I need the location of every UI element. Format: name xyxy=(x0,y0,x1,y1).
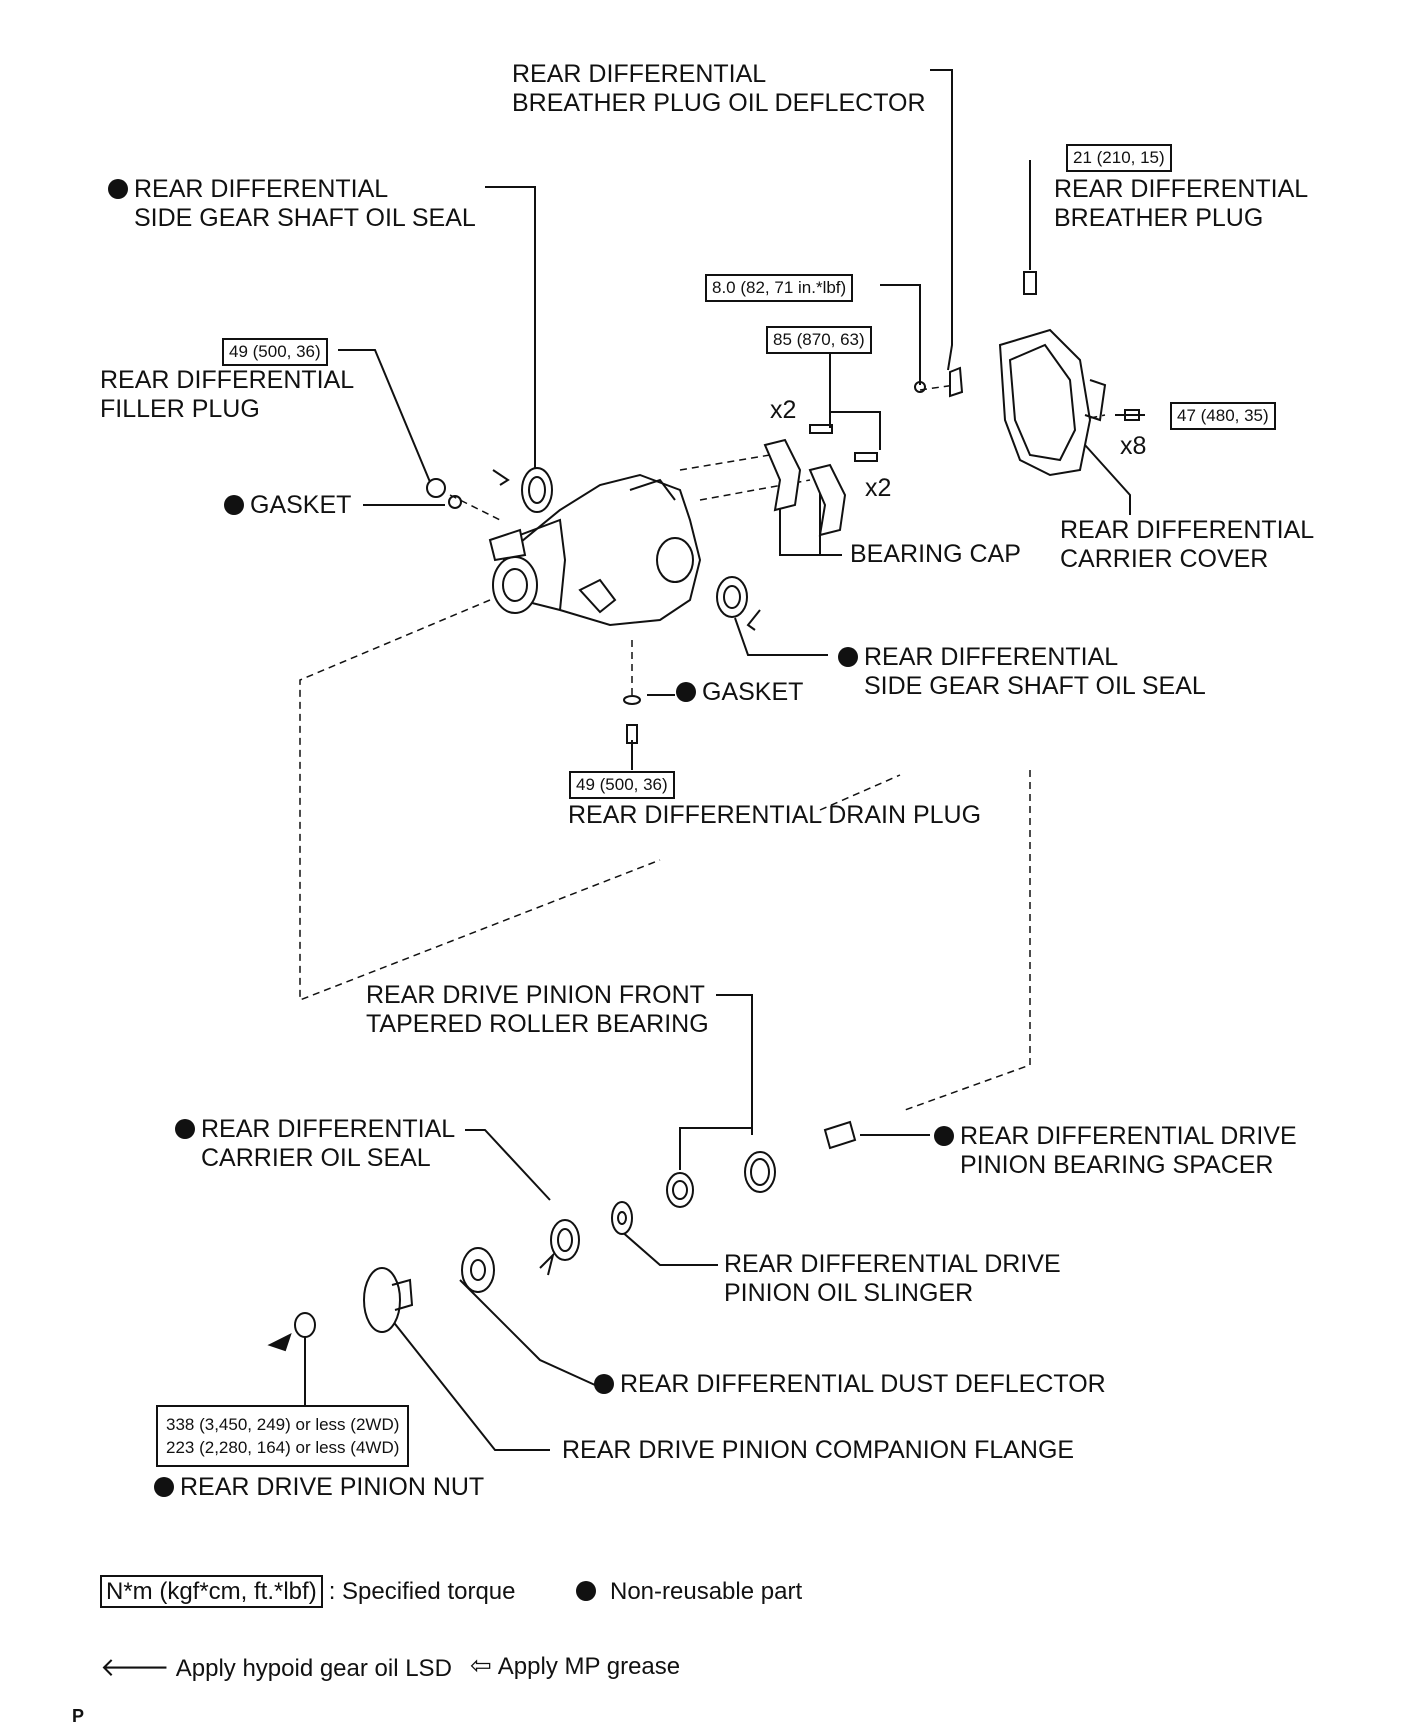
legend-torque-box: N*m (kgf*cm, ft.*lbf) xyxy=(100,1575,323,1608)
nonreusable-dot-icon xyxy=(175,1115,201,1143)
label-bearing-cap: BEARING CAP xyxy=(850,540,1021,568)
multiplier-cap-left: x2 xyxy=(770,396,797,424)
nonreusable-dot-icon xyxy=(594,1370,620,1398)
label-carrier-cover: REAR DIFFERENTIAL CARRIER COVER xyxy=(1060,516,1315,573)
torque-pinion-nut: 338 (3,450, 249) or less (2WD) 223 (2,28… xyxy=(156,1405,410,1467)
carrier-housing xyxy=(488,473,702,627)
nonreusable-dot-icon xyxy=(154,1473,180,1501)
label-gasket-bottom: GASKET xyxy=(676,678,803,707)
label-side-seal-bottom: REAR DIFFERENTIAL SIDE GEAR SHAFT OIL SE… xyxy=(838,643,1206,701)
label-dust-deflector: REAR DIFFERENTIAL DUST DEFLECTOR xyxy=(594,1370,1106,1399)
multiplier-cover: x8 xyxy=(1120,432,1147,460)
torque-drain: 49 (500, 36) xyxy=(569,771,675,799)
nonreusable-dot-icon xyxy=(676,678,702,706)
torque-bearing-cap: 85 (870, 63) xyxy=(766,326,872,354)
label-filler-plug: REAR DIFFERENTIAL FILLER PLUG xyxy=(100,366,355,423)
leader-lines xyxy=(304,69,1145,1451)
label-front-bearing: REAR DRIVE PINION FRONT TAPERED ROLLER B… xyxy=(366,981,709,1038)
legend-hypoid: 🡐Apply hypoid gear oil LSD xyxy=(100,1652,452,1682)
bearing-caps xyxy=(763,438,847,537)
label-side-seal-top: REAR DIFFERENTIAL SIDE GEAR SHAFT OIL SE… xyxy=(108,175,476,233)
label-pinion-nut: REAR DRIVE PINION NUT xyxy=(154,1473,484,1502)
corner-mark: P xyxy=(72,1706,85,1726)
nonreusable-dot-icon xyxy=(576,1581,596,1601)
nonreusable-dot-icon xyxy=(934,1122,960,1150)
nonreusable-dot-icon xyxy=(224,491,250,519)
carrier-cover xyxy=(998,328,1107,477)
label-bearing-spacer: REAR DIFFERENTIAL DRIVE PINION BEARING S… xyxy=(934,1122,1297,1180)
legend-torque: N*m (kgf*cm, ft.*lbf): Specified torque xyxy=(100,1575,516,1608)
label-drain-plug: REAR DIFFERENTIAL DRAIN PLUG xyxy=(568,801,982,829)
label-companion-flange: REAR DRIVE PINION COMPANION FLANGE xyxy=(562,1436,1075,1464)
hollow-arrow-icon: ⇦ xyxy=(470,1650,492,1680)
torque-deflector-bolt: 8.0 (82, 71 in.*lbf) xyxy=(705,274,854,302)
torque-filler: 49 (500, 36) xyxy=(222,338,328,366)
multiplier-cap-right: x2 xyxy=(865,474,892,502)
legend-mp-grease: ⇦Apply MP grease xyxy=(470,1650,681,1680)
label-breather-plug: REAR DIFFERENTIAL BREATHER PLUG xyxy=(1054,175,1309,232)
dashed-lines xyxy=(299,384,1106,1111)
application-arrows xyxy=(267,469,761,1352)
nonreusable-dot-icon xyxy=(108,175,134,203)
label-carrier-oil-seal: REAR DIFFERENTIAL CARRIER OIL SEAL xyxy=(175,1115,455,1173)
label-gasket-top: GASKET xyxy=(224,491,351,520)
torque-cover-bolt: 47 (480, 35) xyxy=(1170,402,1276,430)
legend-nonreusable: Non-reusable part xyxy=(576,1578,802,1606)
label-breather-deflector: REAR DIFFERENTIAL BREATHER PLUG OIL DEFL… xyxy=(512,60,926,117)
nonreusable-dot-icon xyxy=(838,643,864,671)
label-oil-slinger: REAR DIFFERENTIAL DRIVE PINION OIL SLING… xyxy=(724,1250,1061,1307)
torque-breather: 21 (210, 15) xyxy=(1066,144,1172,172)
small-parts xyxy=(294,271,1140,1338)
solid-arrow-icon: 🡐 xyxy=(100,1652,170,1682)
